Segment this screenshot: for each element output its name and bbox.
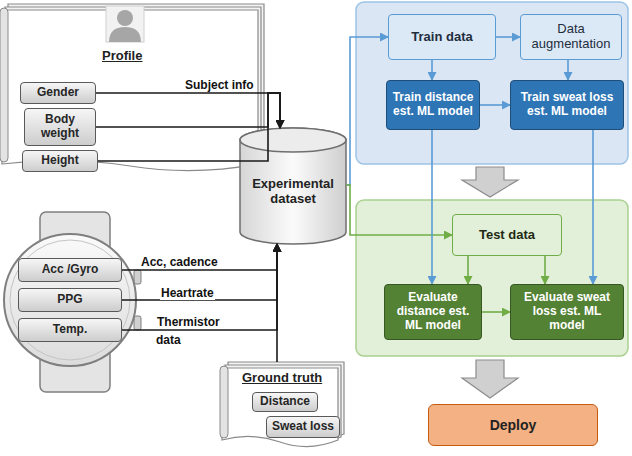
box-label: Train sweat loss est. ML model: [515, 91, 619, 119]
box-label: Experimental dataset: [246, 177, 340, 207]
smartwatch: [4, 212, 141, 392]
box-label: Deploy: [490, 417, 537, 433]
profile-field: Gender: [20, 82, 96, 104]
connector: [544, 256, 546, 284]
connector: [431, 60, 433, 80]
connector: [431, 130, 433, 284]
connector: [496, 36, 520, 38]
ground-truth-field: Distance: [252, 392, 318, 412]
block-arrow: [462, 167, 518, 197]
deploy-box: Deploy: [428, 404, 598, 446]
sensor-box: Acc /Gyro: [18, 258, 122, 282]
evaluation-panel: [356, 200, 628, 356]
profile-field: Body weight: [24, 108, 96, 146]
connector: [276, 244, 278, 362]
heading-text: Ground truth: [242, 371, 322, 386]
model-box: Evaluate distance est. ML model: [384, 284, 482, 340]
model-box: Train distance est. ML model: [386, 80, 480, 130]
edge-label: Acc, cadence: [140, 255, 219, 269]
box-label: Evaluate distance est. ML model: [389, 291, 477, 332]
sensor-box: PPG: [18, 288, 122, 312]
dataset-cylinder: Experimental dataset: [240, 128, 346, 244]
training-panel: [356, 2, 628, 164]
box-label: Body weight: [29, 113, 91, 141]
block-arrow: [462, 360, 518, 398]
edge-label-holder: Acc, cadence: [140, 252, 219, 270]
sensor-box: Temp.: [18, 318, 122, 342]
profile-field: Height: [22, 150, 98, 172]
ground-truth-sheet: Ground truthDistanceSweat loss: [222, 362, 344, 452]
box-label: Train distance est. ML model: [391, 91, 475, 119]
ground-truth-field: Sweat loss: [266, 416, 340, 438]
edge-label: Subject info: [184, 78, 255, 92]
connector: [567, 60, 569, 80]
connector: [346, 185, 452, 235]
connector: [346, 37, 388, 185]
box-label: Test data: [479, 228, 535, 243]
connector: [480, 104, 510, 106]
box-label: Acc /Gyro: [42, 263, 99, 277]
box-label: Evaluate sweat loss est. ML model: [515, 291, 619, 332]
edge-label-holder: Thermistor data: [156, 312, 222, 348]
box-label: Data augmentation: [525, 22, 617, 52]
box-label: Gender: [37, 86, 79, 100]
model-box: Evaluate sweat loss est. ML model: [510, 284, 624, 340]
box-label: PPG: [57, 293, 82, 307]
process-box: Train data: [388, 14, 496, 60]
edge-label: Thermistor data: [156, 315, 220, 347]
box-label: Sweat loss: [272, 420, 334, 434]
heading-text: Profile: [102, 49, 142, 64]
connector: [122, 244, 277, 300]
connector: [122, 244, 277, 270]
box-label: Height: [41, 154, 78, 168]
box-label: Temp.: [53, 323, 87, 337]
model-box: Train sweat loss est. ML model: [510, 80, 624, 130]
process-box: Data augmentation: [520, 14, 622, 60]
box-label: Distance: [260, 395, 310, 409]
edge-label: Heartrate: [160, 286, 215, 300]
edge-label-holder: Subject info: [184, 75, 255, 93]
edge-label-holder: Heartrate: [160, 283, 215, 301]
box-label: Train data: [411, 30, 472, 45]
connector: [592, 130, 594, 284]
process-box: Test data: [452, 214, 562, 256]
connector: [482, 311, 510, 313]
connector: [467, 256, 469, 284]
